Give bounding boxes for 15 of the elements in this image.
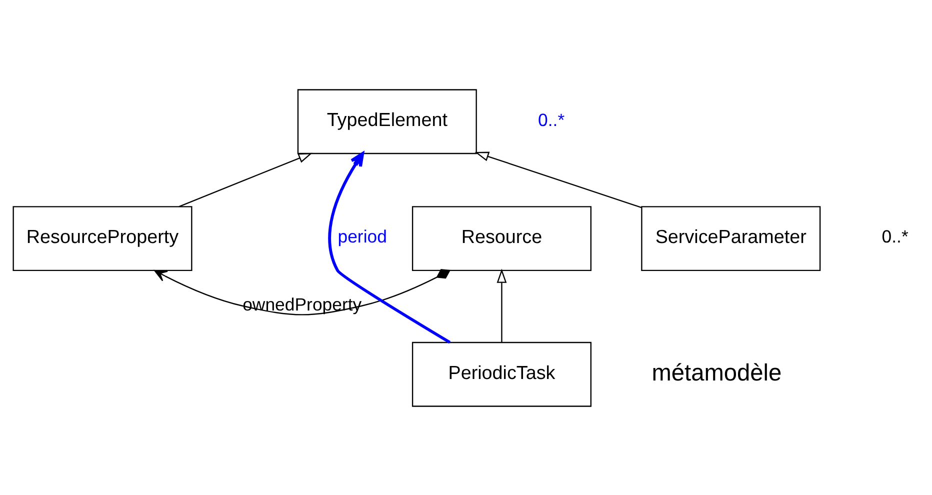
label: 0..* xyxy=(882,226,908,246)
edge-label: ownedProperty xyxy=(242,294,362,314)
arrow xyxy=(154,268,451,315)
node-box: Resource xyxy=(412,206,592,271)
arrow xyxy=(496,268,507,342)
label: 0..* xyxy=(538,109,565,130)
node-box: ResourceProperty xyxy=(12,206,192,271)
node-box: ServiceParameter xyxy=(641,206,821,271)
node-box: PeriodicTask xyxy=(412,341,592,406)
edge-label: period xyxy=(338,226,387,246)
arrow xyxy=(328,152,451,344)
node-box: TypedElement xyxy=(297,88,477,154)
arrow xyxy=(474,151,642,208)
arrow xyxy=(178,152,313,207)
label: métamodèle xyxy=(652,360,782,386)
